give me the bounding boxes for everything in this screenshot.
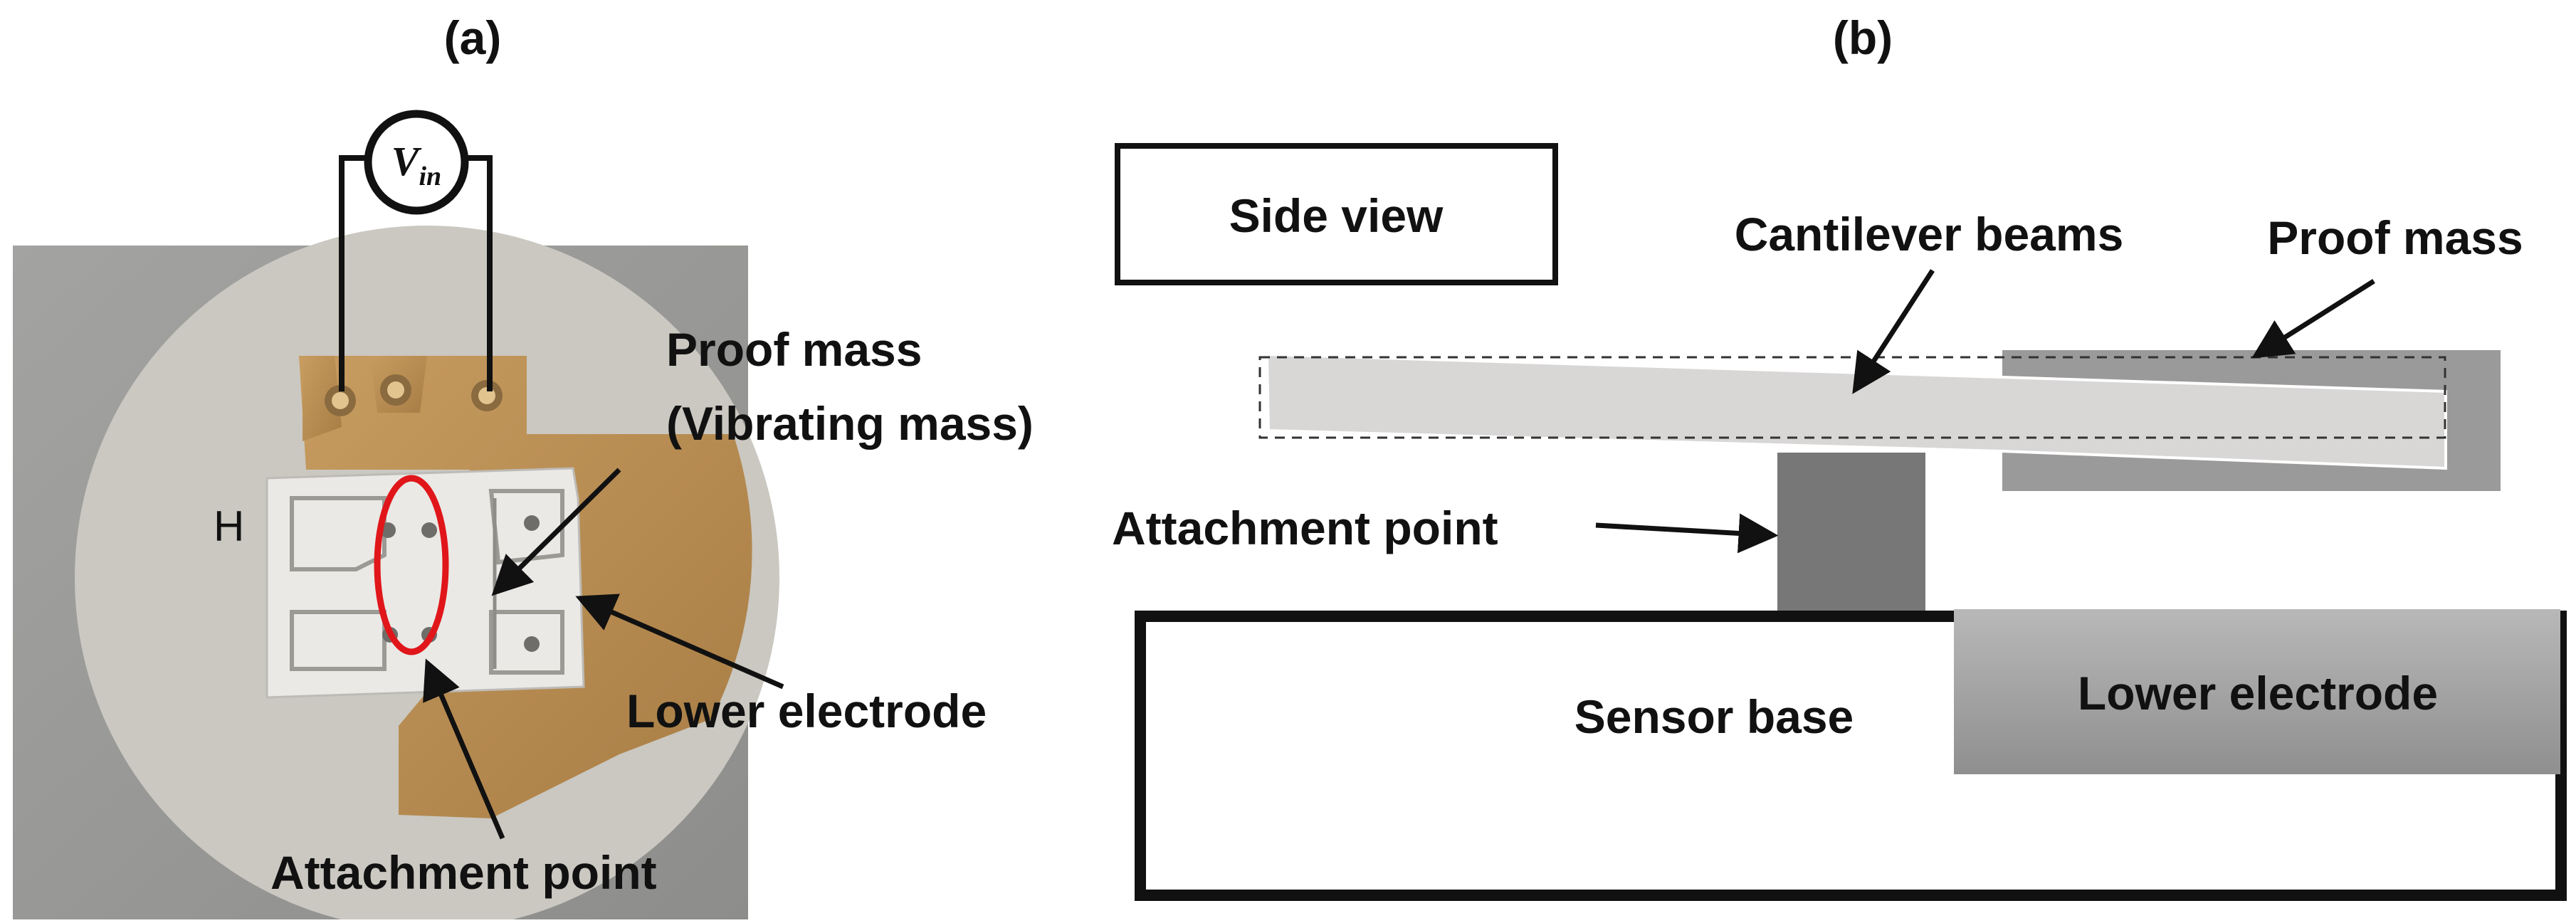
label-proof-mass-line1: Proof mass	[666, 323, 922, 376]
arrow-attachment-point-b	[1595, 513, 1779, 554]
label-proof-mass-line2: (Vibrating mass)	[666, 397, 1034, 450]
disk-marking: H	[214, 502, 244, 550]
lower-electrode-label-b: Lower electrode	[2078, 667, 2438, 719]
vin-circle	[364, 110, 469, 215]
vin-label: Vin	[391, 138, 441, 191]
attachment-post	[1777, 453, 1925, 617]
wire-left	[339, 155, 369, 391]
arrow-proof-mass-b	[2251, 279, 2375, 359]
panel-b-label: (b)	[1833, 11, 1893, 64]
cantilever-beams-label: Cantilever beams	[1735, 208, 2124, 260]
arrow-cantilever-beams	[1852, 269, 1935, 394]
silver-plate	[266, 467, 585, 699]
side-view-box	[1115, 143, 1558, 285]
side-view-label: Side view	[1229, 189, 1444, 242]
wire-right	[464, 155, 493, 391]
arrow-lower-electrode	[575, 594, 784, 690]
attachment-point-label-b: Attachment point	[1112, 502, 1498, 554]
arrow-attachment-point-a	[423, 658, 505, 840]
sensor-base-label: Sensor base	[1574, 690, 1854, 743]
voltage-meter: Vin	[339, 110, 493, 391]
lower-electrode-block	[1954, 609, 2560, 774]
panel-b: (b) Side view Sensor base Lower electrod…	[1112, 11, 2567, 901]
gold-pad-left	[303, 356, 342, 441]
cantilever-beam	[1265, 352, 2447, 470]
panel-a-label: (a)	[444, 11, 502, 64]
arrow-proof-mass	[491, 468, 621, 596]
panel-a: (a) H	[13, 11, 1034, 923]
proof-mass-label-b: Proof mass	[2267, 211, 2523, 264]
attachment-ellipse	[374, 475, 449, 655]
silver-plate-body	[266, 467, 585, 699]
label-attachment-point-a: Attachment point	[270, 846, 657, 899]
label-lower-electrode-a: Lower electrode	[626, 685, 987, 737]
